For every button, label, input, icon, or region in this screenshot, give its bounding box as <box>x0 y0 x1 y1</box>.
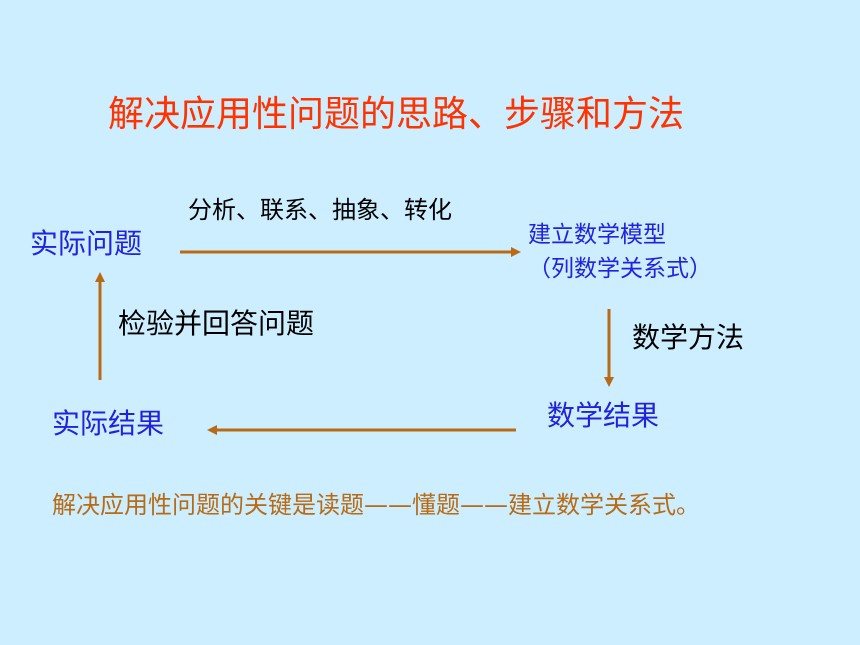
edge-label-analyze: 分析、联系、抽象、转化 <box>188 196 452 224</box>
node-build-model-subtitle: （列数学关系式） <box>528 256 712 282</box>
edge-label-math-method: 数学方法 <box>632 321 745 354</box>
slide-title: 解决应用性问题的思路、步骤和方法 <box>108 94 685 135</box>
key-note: 解决应用性问题的关键是读题——懂题——建立数学关系式。 <box>52 491 700 519</box>
edge-label-verify: 检验并回答问题 <box>118 307 315 340</box>
node-actual-result: 实际结果 <box>52 407 165 440</box>
node-math-result: 数学结果 <box>547 399 660 432</box>
node-build-model: 建立数学模型 <box>528 222 666 248</box>
node-actual-problem: 实际问题 <box>30 227 143 260</box>
